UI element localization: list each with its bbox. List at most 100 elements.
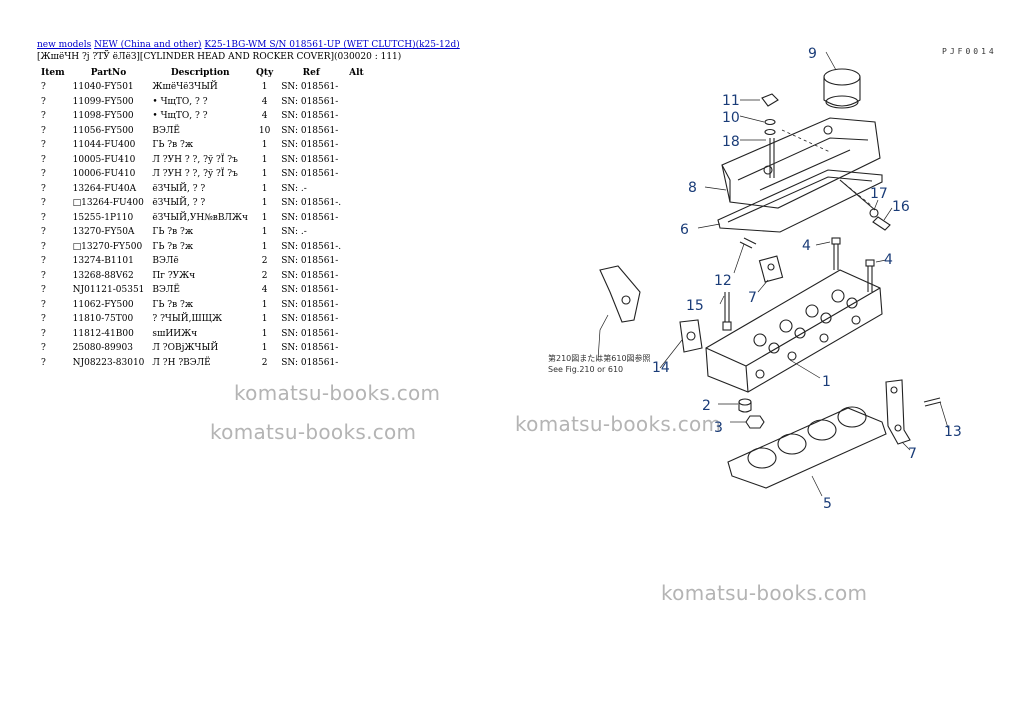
cell-description: Пг ?УЖч — [152, 270, 196, 281]
cell-alt — [345, 283, 368, 298]
cell-item: ? — [41, 270, 46, 281]
cell-partno: NJ08223-83010 — [72, 357, 145, 368]
cell-partno: □13270-FY500 — [72, 241, 143, 252]
cell-alt — [345, 109, 368, 124]
callout-15: 16 — [892, 199, 910, 215]
lifting-hook-drawing — [599, 265, 641, 323]
cell-alt — [345, 167, 368, 182]
cell-item: ? — [41, 241, 46, 252]
cell-description: Л ?Н ?ВЭЛЁ — [152, 357, 211, 368]
cell-alt — [345, 153, 368, 168]
cell-ref: SN: 018561- — [281, 82, 339, 93]
cell-qty: 10 — [258, 125, 271, 136]
cell-item: ? — [41, 314, 46, 325]
cell-item: ? — [41, 111, 46, 122]
nut-drawing — [745, 415, 765, 429]
cell-item: ? — [41, 227, 46, 238]
callout-12: 11 — [722, 93, 740, 109]
cell-partno: 13270-FY50A — [72, 227, 135, 238]
cell-partno: 11099-FY500 — [72, 96, 134, 107]
head-gasket-drawing — [727, 406, 887, 489]
cell-ref: SN: 018561- — [281, 285, 339, 296]
cell-alt — [345, 298, 368, 313]
cell-item: ? — [41, 299, 46, 310]
cell-partno: 11040-FY501 — [72, 82, 134, 93]
cell-description: ѕшИИЖч — [152, 328, 198, 339]
cell-item: ? — [41, 328, 46, 339]
cell-item: ? — [41, 154, 46, 165]
callout-18: 18 — [722, 134, 740, 150]
bracket-rear-drawing — [885, 379, 942, 445]
callout-10: 6 — [680, 222, 689, 238]
callout-1: 1 — [822, 374, 831, 390]
bracket-small-drawing — [739, 237, 784, 283]
callout-16: 17 — [870, 186, 888, 202]
cell-qty: 4 — [261, 96, 268, 107]
cell-description: ГЬ ?в ?ж — [152, 227, 194, 238]
cell-qty: 1 — [261, 154, 268, 165]
table-header-row: Item PartNo Description Qty Ref Alt — [37, 66, 368, 80]
reference-note-jp: 第210図または第610図参照 — [548, 353, 651, 363]
callout-11: 10 — [722, 110, 740, 126]
breadcrumb-link-model[interactable]: K25-1BG-WM S/N 018561-UP (WET CLUTCH)(k2… — [204, 40, 460, 50]
cell-item: ? — [41, 82, 46, 93]
cell-ref: SN: 018561- — [281, 343, 339, 354]
cell-ref: SN: 018561- — [281, 96, 339, 107]
breadcrumb-link-new-models[interactable]: new models — [37, 40, 92, 50]
cell-description: ГЬ ?в ?ж — [152, 241, 194, 252]
cell-alt — [345, 356, 368, 371]
cell-ref: SN: 018561- — [281, 256, 339, 267]
cell-item: ? — [41, 96, 46, 107]
cell-description: ёЗЧЫЙ, ? ? — [152, 183, 206, 194]
cell-alt — [345, 327, 368, 342]
cell-alt — [345, 80, 368, 95]
cell-ref: SN: 018561- — [281, 111, 339, 122]
watermark: komatsu-books.com — [515, 412, 722, 436]
cell-ref: SN: 018561- — [281, 357, 339, 368]
callout-17: 15 — [686, 298, 704, 314]
cell-ref: SN: 018561- — [281, 299, 339, 310]
breadcrumb-link-region[interactable]: NEW (China and other) — [94, 40, 202, 50]
cell-partno: 11062-FY500 — [72, 299, 134, 310]
breadcrumb: new models NEW (China and other) K25-1BG… — [37, 40, 460, 50]
cell-partno: 11044-FU400 — [72, 140, 136, 151]
cell-ref: SN: 018561- — [281, 328, 339, 339]
callout-13a: 12 — [714, 273, 732, 289]
header-partno: PartNo — [90, 68, 127, 78]
cell-partno: 10006-FU410 — [72, 169, 136, 180]
cell-partno: 11812-41B00 — [72, 328, 134, 339]
cell-partno: 13274-B1101 — [72, 256, 134, 267]
cell-ref: SN: 018561-. — [281, 241, 342, 252]
cell-ref: SN: 018561- — [281, 169, 339, 180]
cell-ref: SN: 018561- — [281, 140, 339, 151]
parts-table: Item PartNo Description Qty Ref Alt ?110… — [37, 66, 368, 370]
cell-qty: 1 — [261, 212, 268, 223]
cell-partno: 25080-89903 — [72, 343, 133, 354]
cell-qty: 1 — [261, 227, 268, 238]
cell-qty: 1 — [261, 299, 268, 310]
callout-13b: 13 — [944, 424, 962, 440]
rocker-cover-drawing — [721, 117, 881, 209]
cell-qty: 1 — [261, 328, 268, 339]
cell-qty: 1 — [261, 198, 268, 209]
cell-partno: 11098-FY500 — [72, 111, 134, 122]
cell-qty: 1 — [261, 82, 268, 93]
callout-7: 7 — [748, 290, 757, 306]
cell-description: Л ?УН ? ?, ?ў ?Ї ?ъ — [152, 154, 238, 165]
cell-qty: 1 — [261, 169, 268, 180]
cell-partno: 10005-FU410 — [72, 154, 136, 165]
cell-description: ёЗЧЫЙ,УН№вВЛЖч — [152, 212, 248, 223]
cell-qty: 4 — [261, 111, 268, 122]
